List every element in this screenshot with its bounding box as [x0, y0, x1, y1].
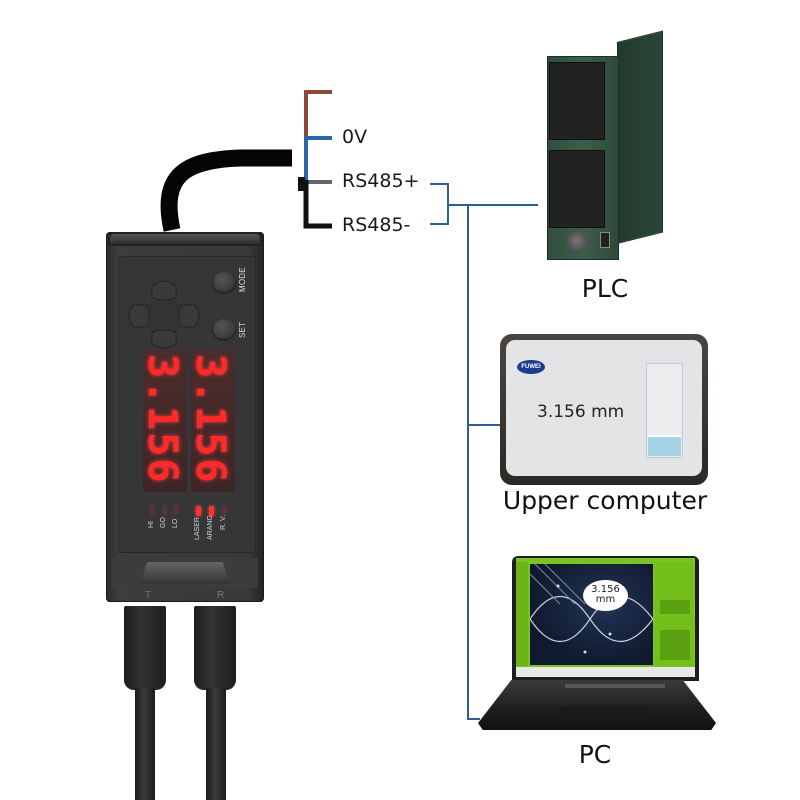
indicator-lo-led — [174, 505, 179, 515]
label-rs485-minus: RS485- — [342, 214, 411, 236]
cable-r — [206, 688, 226, 800]
label-0v: 0V — [342, 126, 368, 148]
indicator-go-label: GO — [160, 517, 167, 528]
display-2: 3.156 — [187, 350, 235, 492]
sensor-cable — [160, 149, 292, 232]
level-bar — [646, 363, 683, 458]
laptop-touchpad — [560, 706, 650, 722]
plc-label: PLC — [581, 274, 629, 303]
cable-t — [135, 688, 155, 800]
connector-r — [194, 606, 236, 690]
laptop-hinge — [565, 684, 665, 688]
indicator-laser-led — [196, 506, 201, 516]
dpad-center — [150, 300, 178, 330]
laser-lens — [140, 562, 230, 584]
sensor-top-cap — [108, 232, 262, 246]
waveform-graphic — [530, 564, 653, 654]
indicator-lo-label: LO — [172, 518, 179, 528]
bus-trunk — [467, 205, 480, 720]
dpad-down-button[interactable] — [151, 329, 177, 349]
label-rs485-plus: RS485+ — [342, 170, 420, 192]
taskbar — [516, 667, 695, 677]
plc-usb-port — [600, 232, 610, 248]
display-1-value: 3.156 — [139, 354, 185, 485]
dpad-up-button[interactable] — [151, 280, 177, 301]
level-bar-fill — [648, 435, 681, 456]
pc-reading-bubble: 3.156 mm — [583, 580, 628, 611]
app-panel-section — [660, 600, 690, 614]
mode-button[interactable] — [213, 272, 235, 292]
display-2-value: 3.156 — [187, 354, 233, 485]
hmi-reading: 3.156 mm — [537, 402, 625, 422]
wire-blue — [304, 136, 332, 182]
indicator-go-led — [162, 505, 167, 515]
display-1: 3.156 — [139, 350, 187, 492]
pc-label: PC — [578, 740, 612, 769]
dpad-right-button[interactable] — [178, 303, 200, 329]
wire-black — [303, 180, 332, 229]
plc-din-port — [566, 230, 588, 252]
app-left-toolbar — [516, 562, 528, 666]
connector-t — [124, 606, 166, 690]
indicator-arang-label: ARANG — [207, 515, 214, 540]
wire-junction — [298, 177, 305, 191]
indicator-hi-led — [150, 505, 155, 515]
pc-reading-unit: mm — [595, 594, 616, 605]
connector-r-label: R — [217, 590, 225, 601]
bus-bracket — [430, 183, 449, 225]
dpad-left-button[interactable] — [128, 303, 150, 329]
set-button[interactable] — [213, 319, 235, 339]
indicator-hi-label: HI — [148, 521, 155, 528]
fuwei-logo: FUWEI — [517, 360, 545, 374]
plc-connector-bottom — [549, 150, 605, 228]
plc-connector-top — [549, 62, 605, 140]
mode-label: MODE — [238, 267, 247, 292]
plc-side-panel — [617, 30, 663, 244]
indicator-rv-label: R. V. — [220, 515, 227, 530]
pc-reading-value: 3.156 — [591, 584, 620, 595]
connector-t-label: T — [145, 590, 152, 601]
dpad — [128, 280, 200, 349]
upper-computer-label: Upper computer — [502, 486, 708, 515]
indicator-laser-label: LASER — [194, 517, 201, 540]
indicator-rv-led — [222, 506, 227, 516]
wire-brown — [304, 90, 332, 138]
indicator-arang-led — [209, 506, 214, 516]
app-visual-area — [530, 564, 653, 665]
app-panel-section-2 — [660, 630, 690, 660]
set-label: SET — [238, 321, 247, 338]
